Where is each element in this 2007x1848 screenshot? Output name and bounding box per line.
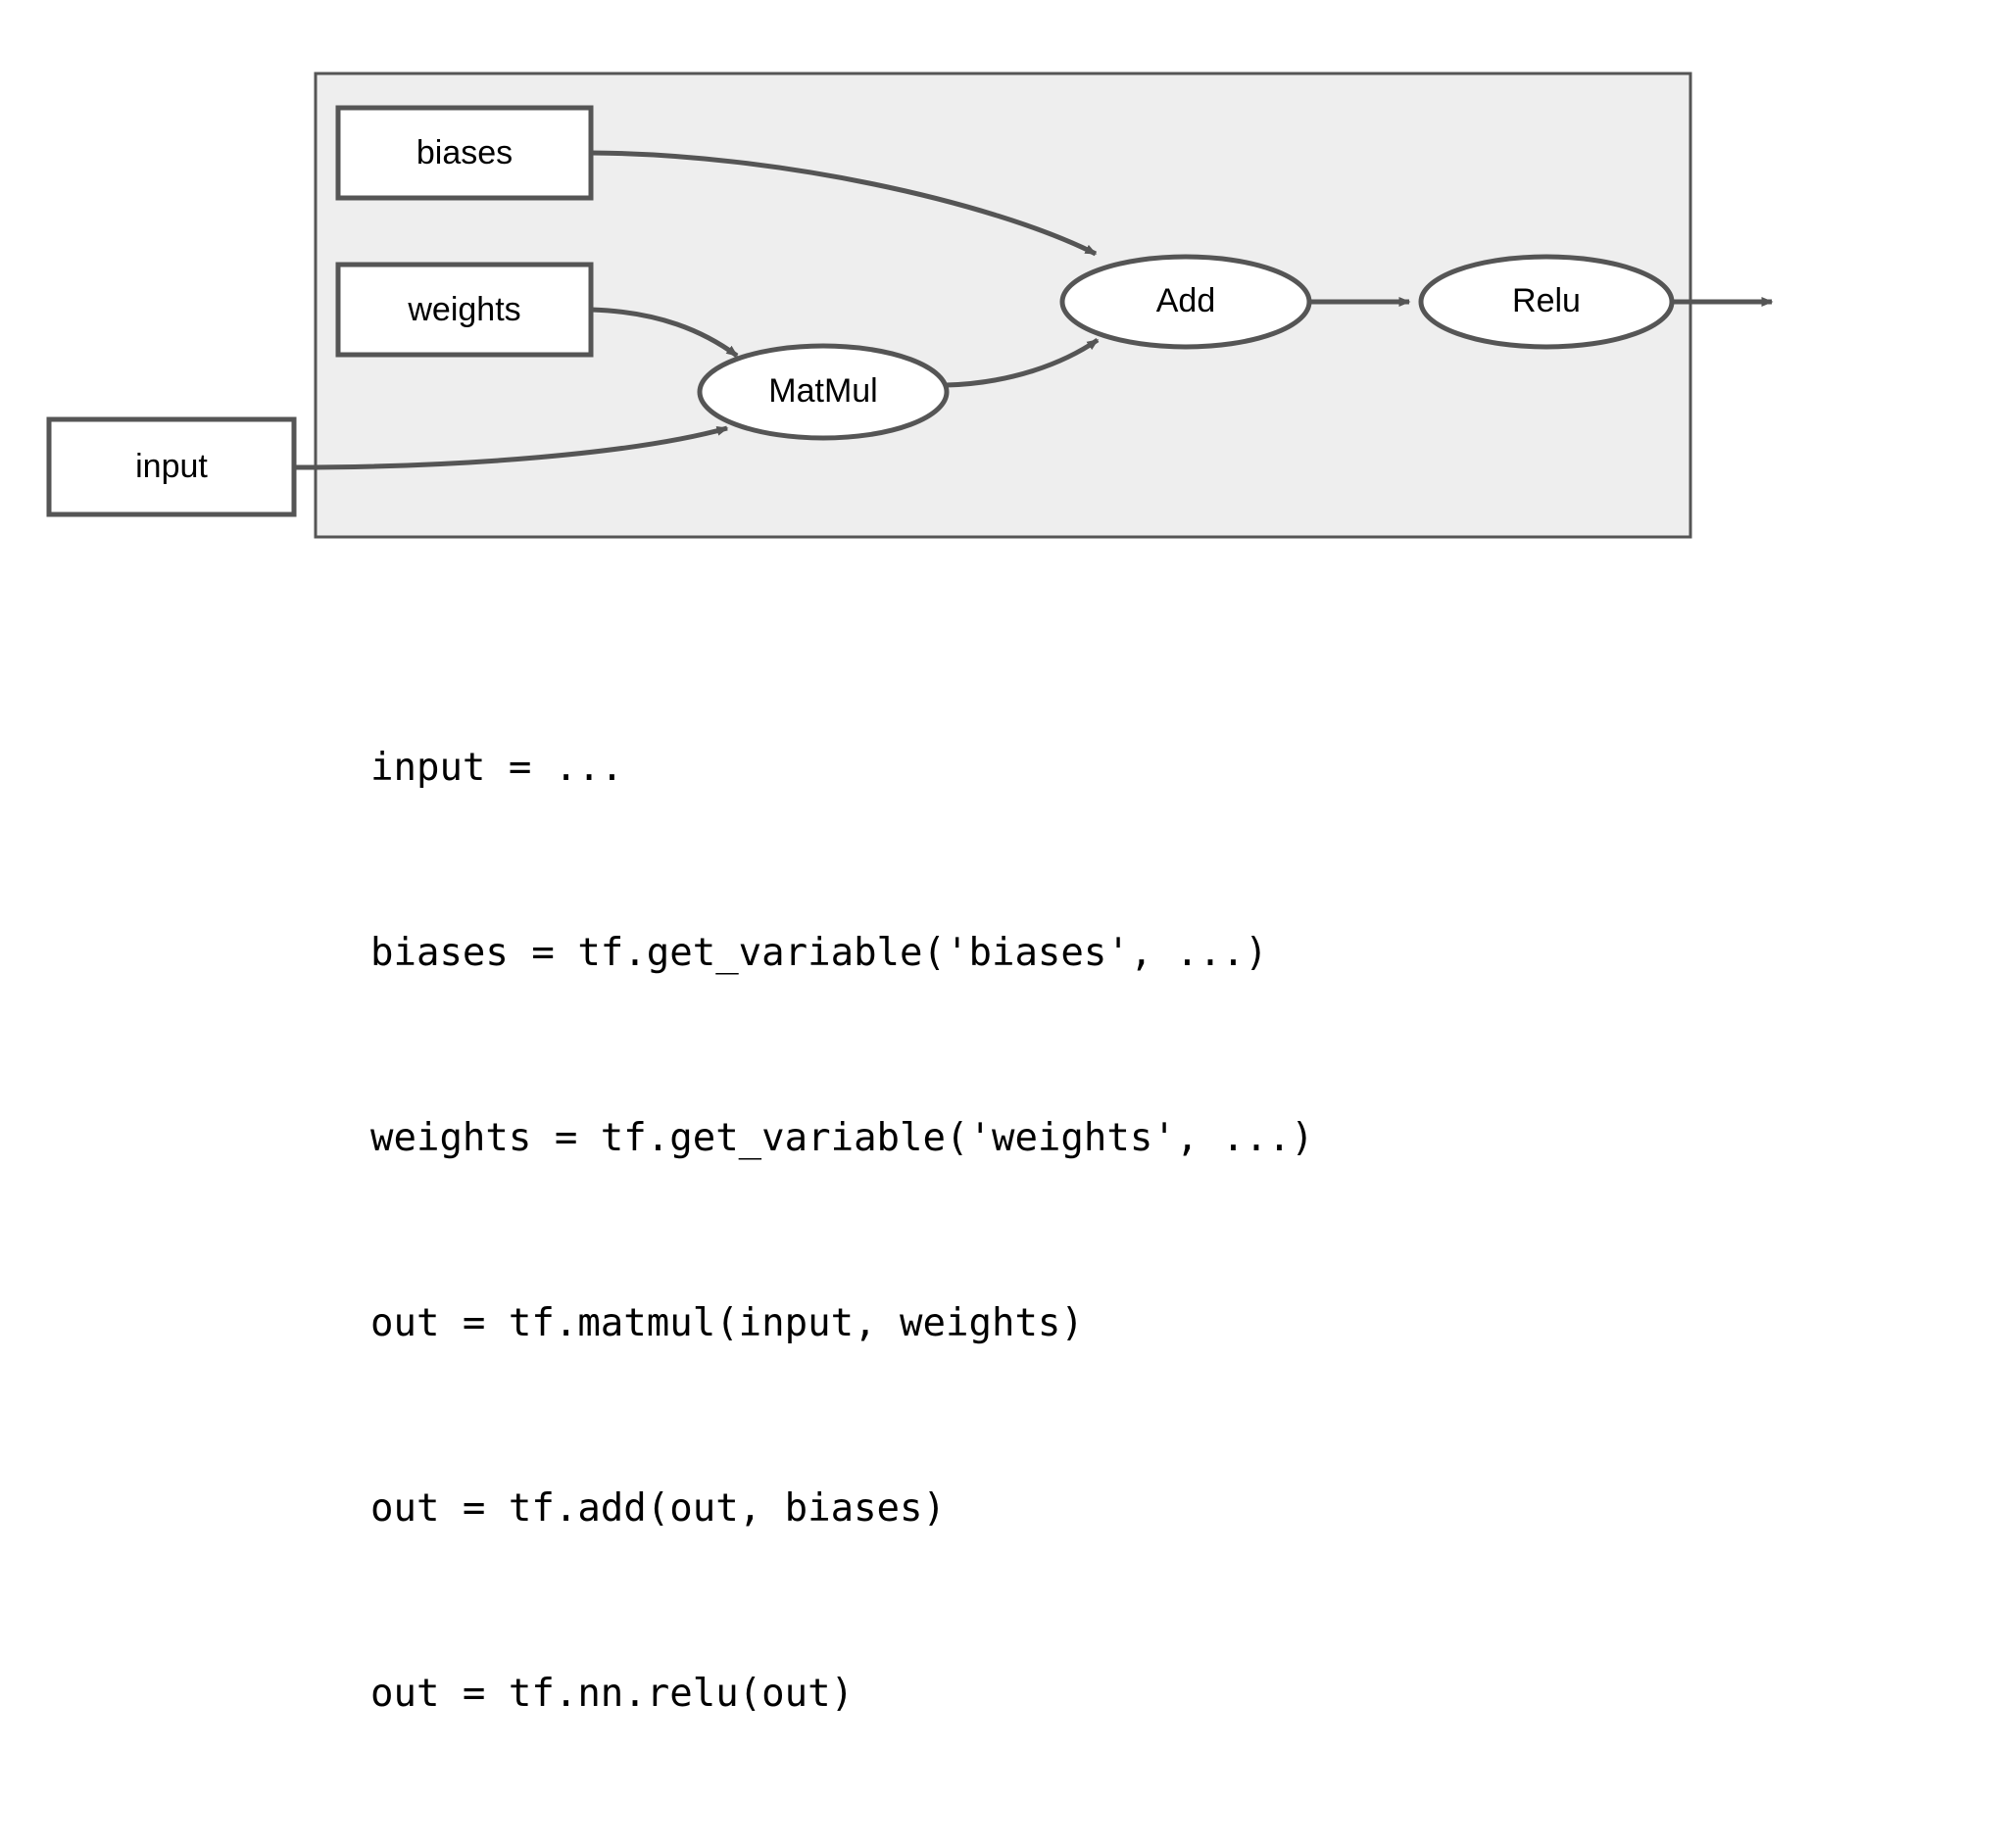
node-weights[interactable]: weights	[335, 262, 594, 358]
matmul-label: MatMul	[768, 372, 877, 410]
node-add[interactable]: Add	[1059, 254, 1312, 350]
node-input[interactable]: input	[46, 416, 297, 517]
node-biases[interactable]: biases	[335, 105, 594, 201]
biases-box	[335, 105, 594, 201]
code-block: input = ... biases = tf.get_variable('bi…	[370, 613, 1314, 1848]
code-line: weights = tf.get_variable('weights', ...…	[370, 1116, 1314, 1160]
computation-graph: biases weights input MatMul Add	[46, 72, 1774, 539]
matmul-ellipse	[697, 343, 950, 441]
input-label: input	[135, 448, 208, 485]
node-relu[interactable]: Relu	[1418, 254, 1675, 350]
weights-label: weights	[407, 291, 520, 328]
edge-input-to-matmul	[293, 425, 729, 470]
relu-label: Relu	[1512, 282, 1581, 319]
code-line: out = tf.add(out, biases)	[370, 1486, 946, 1531]
edge-weights-to-matmul	[590, 307, 739, 359]
code-line: biases = tf.get_variable('biases', ...)	[370, 931, 1268, 975]
code-line: out = tf.matmul(input, weights)	[370, 1301, 1084, 1345]
edge-matmul-to-add	[946, 337, 1100, 388]
edge-biases-to-add	[590, 150, 1098, 257]
biases-label: biases	[416, 134, 513, 171]
diagram-canvas: biases weights input MatMul Add	[46, 72, 1774, 1716]
node-matmul[interactable]: MatMul	[697, 343, 950, 441]
add-label: Add	[1156, 282, 1216, 319]
weights-box	[335, 262, 594, 358]
code-line: out = tf.nn.relu(out)	[370, 1672, 855, 1716]
code-line: input = ...	[370, 746, 624, 790]
